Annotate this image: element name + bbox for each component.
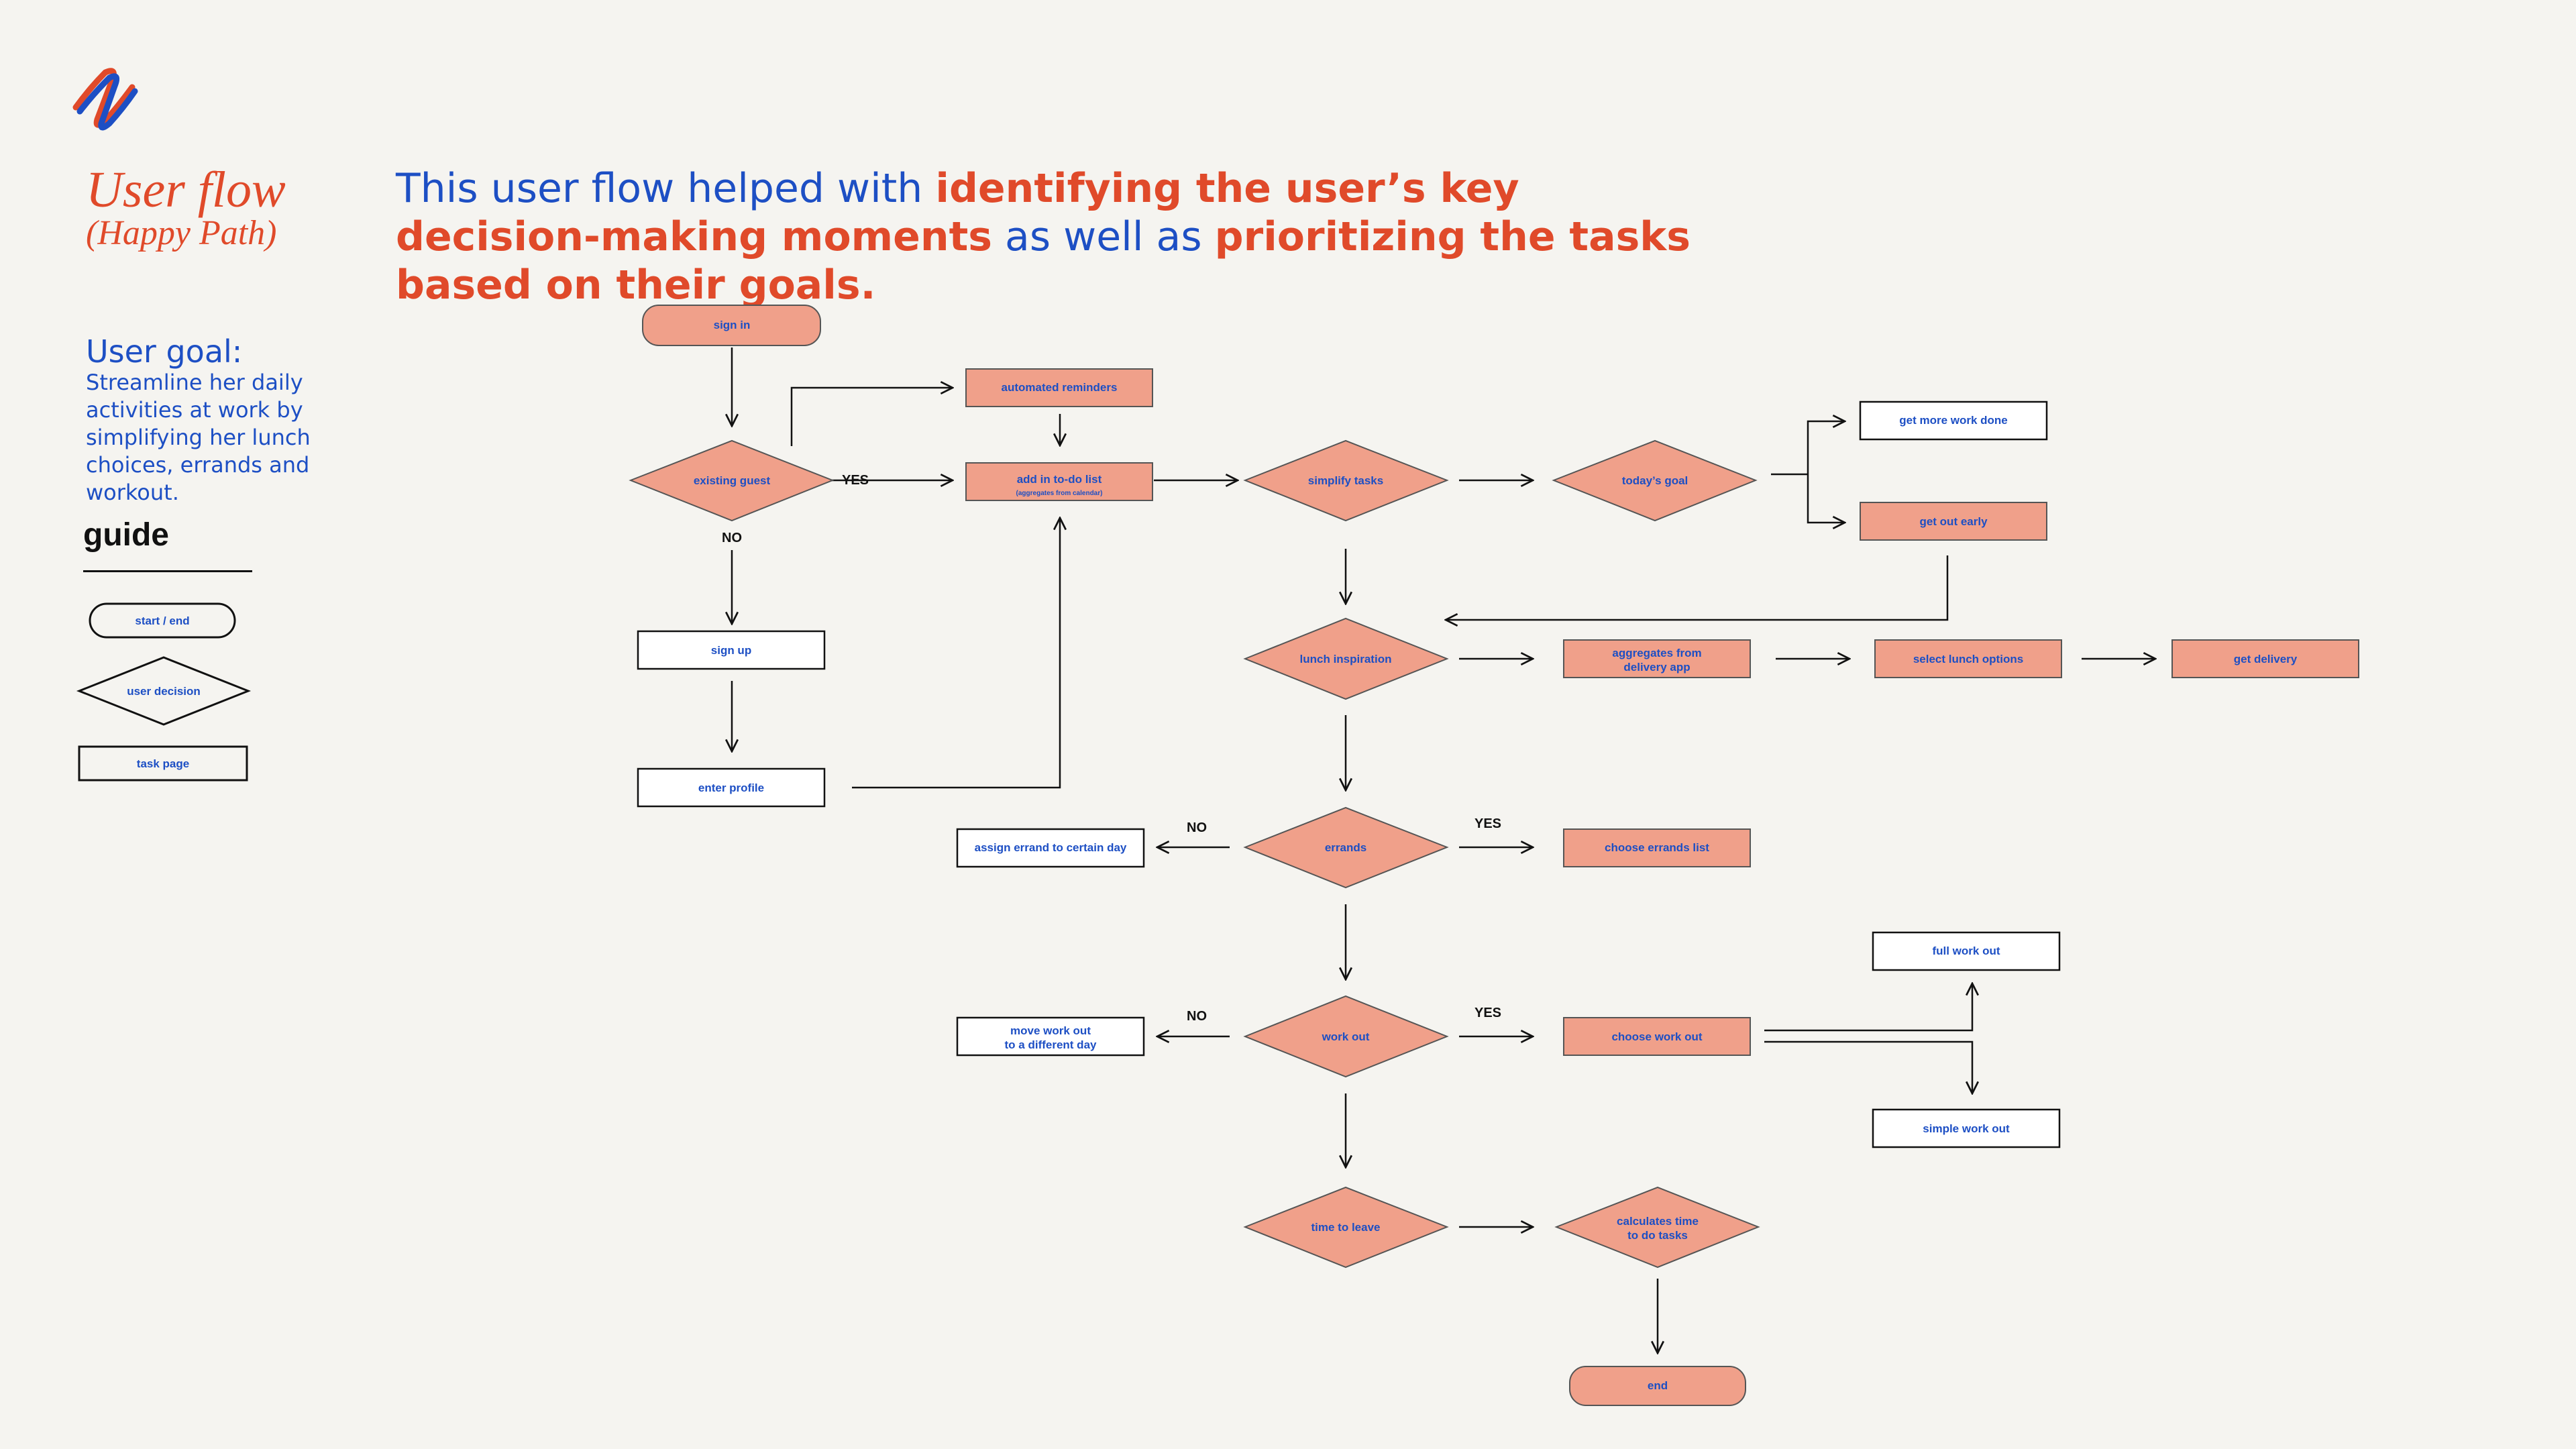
node-move-workout-label-2: to a different day xyxy=(1005,1038,1097,1051)
node-calc-time-label-2: to do tasks xyxy=(1627,1229,1688,1242)
node-sign-up: sign up xyxy=(637,630,826,670)
node-move-workout: move work out to a different day xyxy=(956,1016,1145,1057)
node-todays-goal: today’s goal xyxy=(1552,439,1758,522)
guide-label: guide xyxy=(83,517,169,553)
node-full-workout-label: full work out xyxy=(1932,945,2000,957)
node-select-lunch-label: select lunch options xyxy=(1913,653,2023,665)
headline-part-2: as well as xyxy=(991,213,1215,260)
guide-divider xyxy=(83,570,252,572)
node-aggregates-delivery: aggregates from delivery app xyxy=(1563,639,1751,678)
node-choose-errands-label: choose errands list xyxy=(1605,841,1709,854)
node-work-out-label: work out xyxy=(1322,1030,1370,1043)
no-label-work-out: NO xyxy=(1187,1009,1207,1024)
guide-task: task page xyxy=(78,745,248,782)
node-assign-errand-label: assign errand to certain day xyxy=(975,841,1127,854)
guide-task-label: task page xyxy=(137,757,189,770)
node-automated-reminders-label: automated reminders xyxy=(1002,381,1118,394)
node-get-more-work-label: get more work done xyxy=(1899,414,2008,427)
page-subtitle: (Happy Path) xyxy=(86,214,277,252)
node-lunch-inspiration-label: lunch inspiration xyxy=(1300,653,1392,665)
node-simplify-tasks-label: simplify tasks xyxy=(1308,474,1383,487)
node-simplify-tasks: simplify tasks xyxy=(1243,439,1449,522)
node-simple-workout: simple work out xyxy=(1872,1108,2061,1148)
yes-label-work-out: YES xyxy=(1474,1006,1501,1020)
node-aggregates-delivery-label-1: aggregates from xyxy=(1612,647,1701,659)
flow-connectors xyxy=(732,347,2155,1353)
node-calc-time: calculates time to do tasks xyxy=(1554,1186,1760,1269)
node-select-lunch: select lunch options xyxy=(1874,639,2062,678)
headline-highlight-1: identifying the user’s key decision-maki… xyxy=(396,165,1519,260)
node-lunch-inspiration: lunch inspiration xyxy=(1243,617,1449,700)
node-errands: errands xyxy=(1243,806,1449,889)
user-goal-label: User goal: xyxy=(86,333,243,370)
guide-start-end: start / end xyxy=(89,602,236,639)
headline: This user flow helped with identifying t… xyxy=(396,164,1737,309)
guide-decision: user decision xyxy=(76,656,252,726)
guide-decision-label: user decision xyxy=(127,685,201,698)
headline-part-1: This user flow helped with xyxy=(396,165,936,212)
page-title: User flow xyxy=(86,162,286,218)
node-add-todo: add in to-do list (aggregates from calen… xyxy=(965,462,1153,501)
node-automated-reminders: automated reminders xyxy=(965,368,1153,407)
node-choose-errands: choose errands list xyxy=(1563,828,1751,867)
node-add-todo-label: add in to-do list xyxy=(1017,473,1102,486)
node-existing-guest-label: existing guest xyxy=(694,474,771,487)
node-work-out: work out xyxy=(1243,995,1449,1078)
node-assign-errand: assign errand to certain day xyxy=(956,828,1145,868)
node-choose-workout: choose work out xyxy=(1563,1017,1751,1056)
brand-logo xyxy=(72,68,138,131)
node-aggregates-delivery-label-2: delivery app xyxy=(1623,661,1690,674)
node-get-delivery: get delivery xyxy=(2171,639,2359,678)
node-enter-profile-label: enter profile xyxy=(698,782,764,794)
node-calc-time-label-1: calculates time xyxy=(1617,1215,1699,1228)
user-goal-text: Streamline her daily activities at work … xyxy=(86,370,311,505)
node-sign-in-label: sign in xyxy=(714,319,751,331)
node-simple-workout-label: simple work out xyxy=(1923,1122,2010,1135)
yes-label-existing-guest: YES xyxy=(842,473,869,488)
node-time-to-leave: time to leave xyxy=(1243,1186,1449,1269)
node-end: end xyxy=(1569,1366,1746,1406)
no-label-errands: NO xyxy=(1187,820,1207,835)
node-get-out-early: get out early xyxy=(1860,502,2047,541)
node-sign-in: sign in xyxy=(642,305,821,346)
node-todays-goal-label: today’s goal xyxy=(1622,474,1688,487)
node-existing-guest: existing guest xyxy=(629,439,835,522)
node-sign-up-label: sign up xyxy=(711,644,751,657)
node-add-todo-sublabel: (aggregates from calendar) xyxy=(1016,490,1103,497)
node-enter-profile: enter profile xyxy=(637,767,826,808)
node-get-delivery-label: get delivery xyxy=(2234,653,2298,665)
node-end-label: end xyxy=(1648,1379,1668,1392)
yes-label-errands: YES xyxy=(1474,816,1501,831)
node-errands-label: errands xyxy=(1325,841,1366,854)
node-get-out-early-label: get out early xyxy=(1919,515,1988,528)
node-move-workout-label-1: move work out xyxy=(1010,1024,1091,1037)
node-time-to-leave-label: time to leave xyxy=(1311,1221,1381,1234)
guide-start-end-label: start / end xyxy=(135,614,189,627)
headline-highlight-2: prioritizing the tasks based on their go… xyxy=(396,213,1690,309)
no-label-existing-guest: NO xyxy=(722,531,742,545)
node-full-workout: full work out xyxy=(1872,931,2061,971)
node-choose-workout-label: choose work out xyxy=(1611,1030,1702,1043)
node-get-more-work: get more work done xyxy=(1859,400,2048,441)
